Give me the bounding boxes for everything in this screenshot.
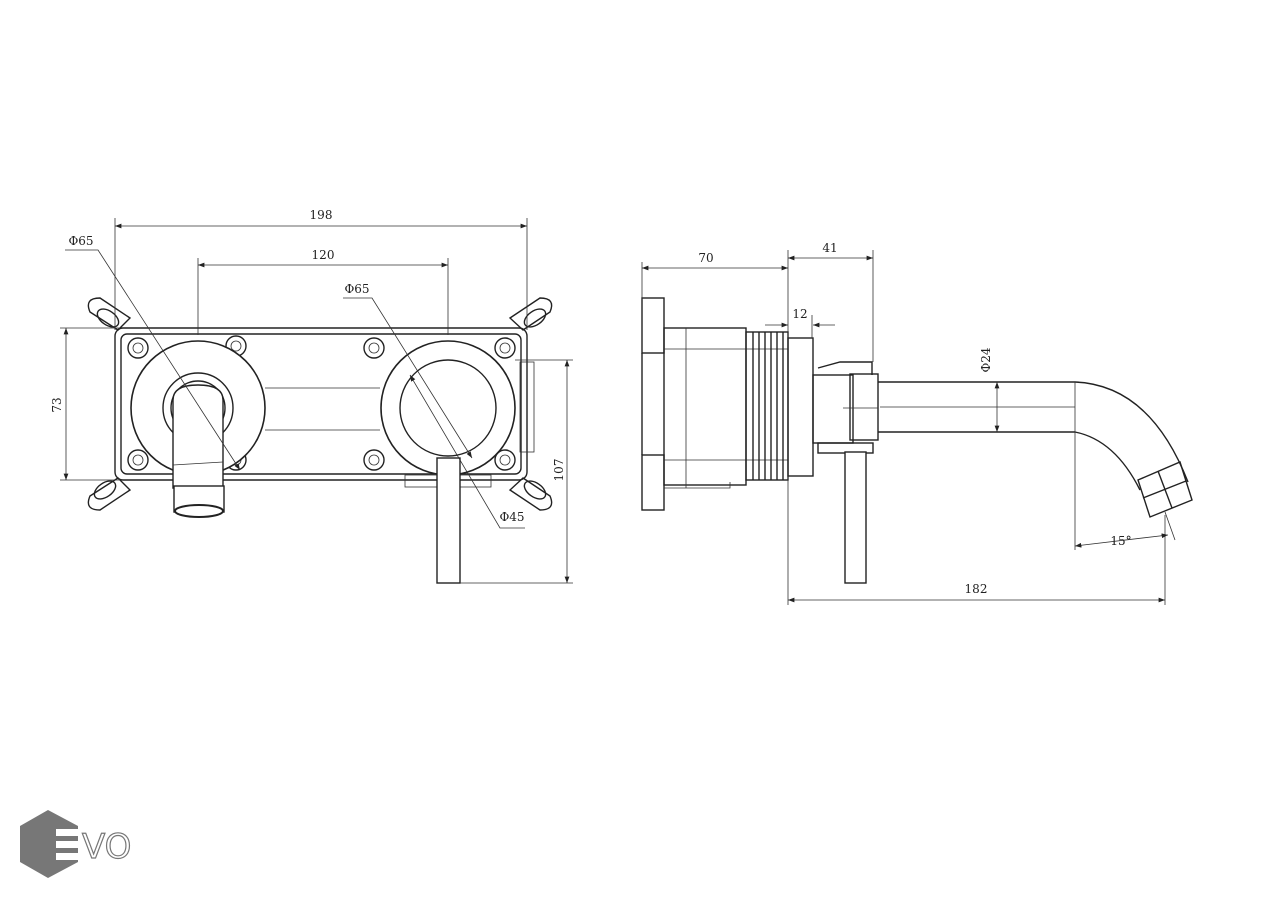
handle-lever-side (844, 451, 867, 584)
dim-182: 182 (965, 582, 988, 596)
dim-198: 198 (310, 208, 333, 222)
dim-dia-65-left: Φ65 (68, 234, 93, 248)
dim-73: 73 (50, 397, 64, 412)
mounting-ears (87, 297, 553, 511)
dimensions-side: 70 41 12 Φ24 182 15° (641, 241, 1176, 605)
side-view: 70 41 12 Φ24 182 15° (641, 241, 1193, 605)
thread (745, 331, 789, 481)
dim-dia-24: Φ24 (979, 347, 993, 372)
dim-70: 70 (698, 251, 713, 265)
handle-lever (436, 457, 461, 584)
dim-dia-45: Φ45 (499, 510, 524, 524)
mixer-cover-plate (380, 340, 516, 584)
svg-text:VO: VO (82, 827, 131, 867)
spout (878, 381, 1189, 491)
dim-41: 41 (822, 241, 837, 255)
dim-dia-65-right: Φ65 (344, 282, 369, 296)
mounting-plate (114, 327, 528, 481)
dimensions-front: 198 120 73 107 Φ65 Φ65 Φ45 (50, 208, 573, 584)
spout-cover-plate (130, 340, 266, 518)
evo-logo: VO (20, 810, 132, 878)
dim-120: 120 (312, 248, 335, 262)
dim-15-degrees: 15° (1110, 534, 1131, 548)
dim-12: 12 (792, 307, 807, 321)
dim-107: 107 (552, 459, 566, 482)
front-view: 198 120 73 107 Φ65 Φ65 Φ45 (50, 208, 573, 584)
